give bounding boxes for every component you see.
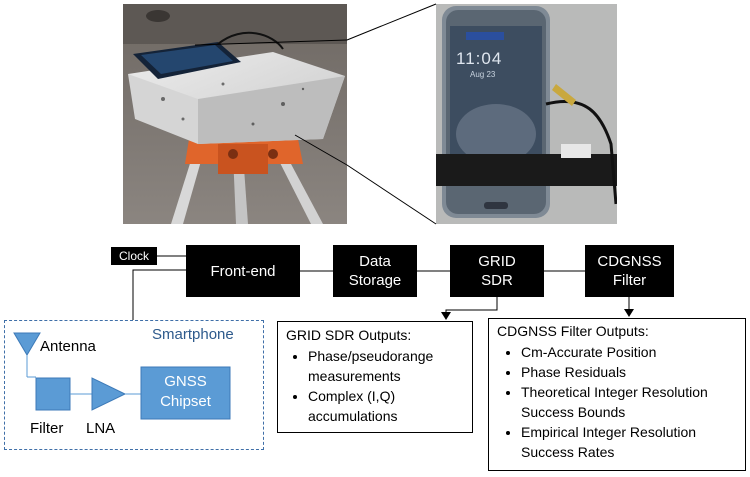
gnss-label-line2: Chipset [160,393,211,410]
frontend-block: Front-end [186,245,300,297]
grid-sdr-label-line1: GRID [478,253,516,270]
grid-output-item: Phase/pseudorange measurements [308,346,464,386]
gnss-chipset-label: GNSS Chipset [141,372,230,412]
smartphone-title: Smartphone [152,326,234,343]
cdgnss-outputs-box: CDGNSS Filter Outputs: Cm-Accurate Posit… [488,318,746,471]
photo-phone-closeup: 11:04 Aug 23 [436,4,617,224]
grid-sdr-label-line2: SDR [481,272,513,289]
cdgnss-output-item: Theoretical Integer Resolution Success B… [521,382,737,422]
grid-sdr-outputs-title: GRID SDR Outputs: [286,327,412,343]
cdgnss-output-item: Phase Residuals [521,362,737,382]
grid-sdr-outputs-box: GRID SDR Outputs: Phase/pseudorange meas… [277,321,473,433]
smartphone-box [4,320,264,450]
phone-screen-time: 11:04 [456,49,503,68]
lna-label: LNA [86,420,116,437]
data-storage-label-line2: Storage [348,272,402,289]
cdgnss-outputs-title: CDGNSS Filter Outputs: [497,323,649,339]
cdgnss-filter-block: CDGNSS Filter [585,245,674,297]
photo-test-rig [123,4,347,224]
clock-block: Clock [111,247,157,265]
gnss-label-line1: GNSS [164,373,207,390]
filter-label: Filter [30,420,64,437]
cdgnss-output-item: Empirical Integer Resolution Success Rat… [521,422,737,462]
cdgnss-label-line2: Filter [612,272,647,289]
grid-sdr-block: GRID SDR [450,245,544,297]
antenna-label: Antenna [40,338,96,355]
data-storage-label-line1: Data [359,253,391,270]
frontend-label: Front-end [210,262,276,280]
cdgnss-label-line1: CDGNSS [597,253,662,270]
phone-screen-date: Aug 23 [470,70,496,79]
data-storage-block: Data Storage [333,245,417,297]
grid-output-item: Complex (I,Q) accumulations [308,386,464,426]
clock-label: Clock [118,248,149,263]
cdgnss-output-item: Cm-Accurate Position [521,342,737,362]
